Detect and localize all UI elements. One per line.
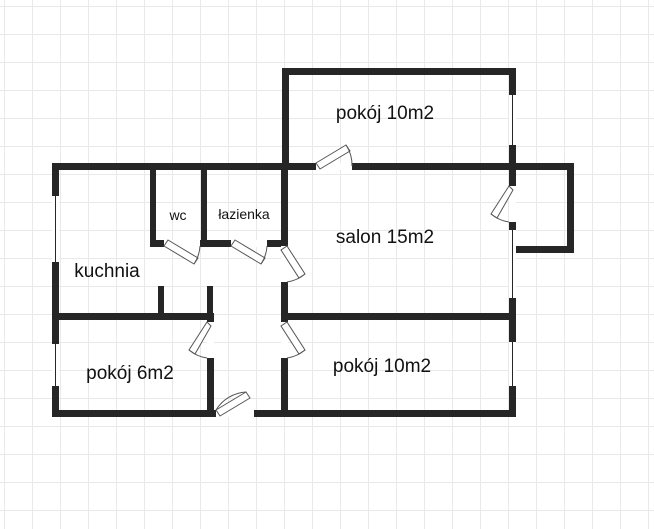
room-label-wc: wc — [169, 207, 187, 223]
wall — [150, 163, 156, 247]
wall — [150, 240, 286, 247]
windows — [52, 95, 516, 386]
wall — [52, 163, 574, 170]
room-label-kitchen: kuchnia — [74, 261, 140, 282]
window — [52, 196, 59, 262]
walls — [52, 68, 574, 417]
room-label-bathroom: łazienka — [218, 206, 270, 222]
door — [280, 245, 306, 283]
door — [215, 391, 254, 417]
room-label-salon: salon 15m2 — [335, 227, 435, 248]
window — [509, 342, 516, 386]
wall — [158, 286, 164, 320]
wall — [281, 313, 516, 320]
wall — [201, 163, 207, 247]
door — [490, 185, 516, 223]
window — [52, 344, 59, 386]
door — [230, 239, 268, 265]
room-label-small-room: pokój 6m2 — [86, 363, 174, 384]
wall — [281, 163, 288, 417]
door — [188, 321, 214, 359]
window — [509, 95, 516, 145]
room-label-top-room: pokój 10m2 — [335, 103, 435, 124]
wall — [282, 68, 289, 169]
door — [163, 239, 201, 265]
wall — [52, 163, 59, 417]
wall — [207, 286, 213, 320]
doors — [163, 144, 516, 417]
door — [315, 144, 353, 170]
room-label-bottom-room: pokój 10m2 — [332, 356, 432, 377]
door — [280, 321, 306, 359]
wall — [509, 246, 574, 253]
wall — [567, 163, 574, 253]
window — [509, 230, 516, 298]
wall — [207, 313, 214, 417]
wall — [52, 313, 214, 320]
wall — [282, 68, 516, 75]
